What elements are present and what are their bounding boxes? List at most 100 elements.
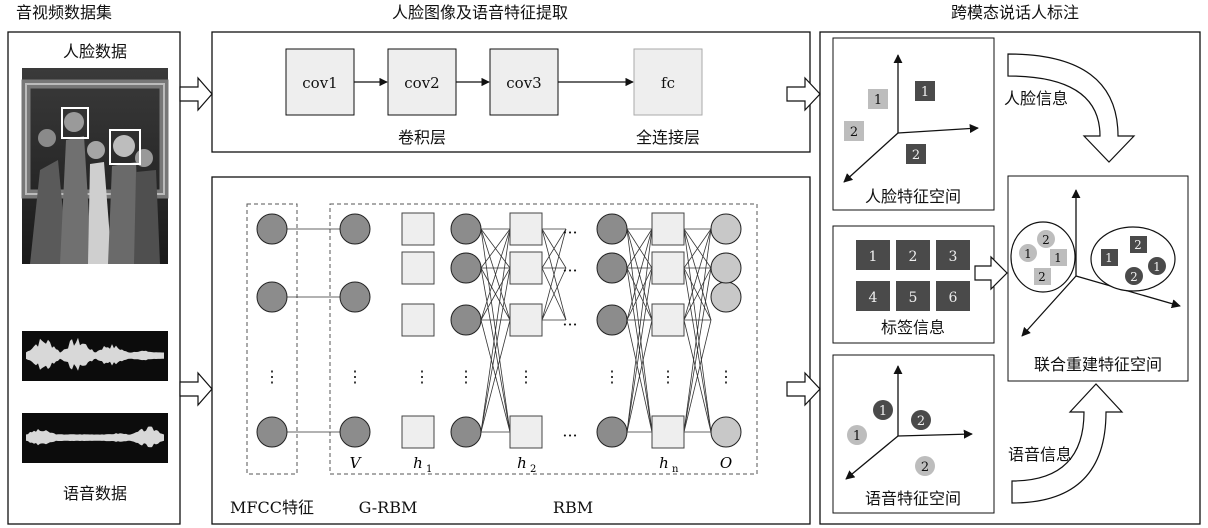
svg-text:1: 1: [869, 249, 878, 265]
hidden-node: [597, 305, 627, 335]
dbn-ellipsis-horizontal: ··· ··· ··· ···: [562, 223, 577, 445]
hn-node: [652, 416, 684, 448]
svg-text:cov1: cov1: [302, 74, 337, 92]
svg-text:···: ···: [562, 315, 577, 334]
mfcc-node: [257, 417, 287, 447]
svg-text:1: 1: [1105, 251, 1113, 265]
label-cell: 1: [856, 240, 890, 270]
fc-layer-caption: 全连接层: [636, 128, 700, 147]
hidden-node: [451, 417, 481, 447]
cnn-layer-fc: fc: [634, 49, 702, 115]
svg-text:⋮: ⋮: [264, 367, 280, 386]
label-info-caption: 标签信息: [881, 318, 945, 337]
speech-info-label: 语音信息: [1008, 445, 1072, 464]
layer-label-v: V: [350, 454, 363, 472]
face-photo: [22, 68, 168, 264]
layer-label-hn: h n: [659, 454, 679, 475]
speech-point: 2: [911, 410, 931, 430]
hidden-node: [451, 214, 481, 244]
face-point: 2: [906, 144, 926, 164]
hn-node: [652, 304, 684, 336]
cnn-layer-cov2: cov2: [388, 49, 456, 115]
svg-text:h: h: [517, 454, 527, 472]
h2-node: [510, 252, 542, 284]
face-info-label: 人脸信息: [1004, 89, 1068, 108]
output-node: [711, 214, 741, 244]
label-cell: 4: [856, 281, 890, 311]
cnn-layer-cov1: cov1: [286, 49, 354, 115]
svg-text:h: h: [659, 454, 669, 472]
hollow-arrow: [975, 257, 1007, 289]
speech-point: 2: [915, 456, 935, 476]
svg-text:2: 2: [1130, 270, 1138, 284]
svg-text:1: 1: [1054, 251, 1062, 265]
svg-text:cov2: cov2: [404, 74, 439, 92]
face-point: 2: [844, 121, 864, 141]
svg-text:⋮: ⋮: [660, 367, 676, 386]
h2-node: [510, 416, 542, 448]
svg-text:3: 3: [949, 249, 958, 265]
svg-text:4: 4: [869, 290, 878, 306]
cnn-layer-cov3: cov3: [490, 49, 558, 115]
hollow-arrow: [180, 78, 212, 110]
waveform-2: [22, 413, 168, 463]
h1-node: [402, 304, 434, 336]
svg-text:h: h: [413, 454, 423, 472]
face-space-caption: 人脸特征空间: [865, 187, 961, 206]
hidden-node: [451, 253, 481, 283]
labeling-section-title: 跨模态说话人标注: [951, 3, 1079, 22]
svg-text:1: 1: [853, 429, 861, 444]
svg-text:2: 2: [921, 460, 929, 475]
waveform-1: [22, 331, 168, 381]
visible-node: [340, 282, 370, 312]
visible-node: [340, 214, 370, 244]
visible-node: [340, 417, 370, 447]
speech-data-label: 语音数据: [63, 484, 127, 503]
label-grid: 123456: [856, 240, 970, 311]
hollow-arrow: [180, 373, 212, 405]
conv-layer-caption: 卷积层: [398, 128, 446, 147]
svg-text:⋮: ⋮: [347, 367, 363, 386]
hidden-node: [597, 417, 627, 447]
svg-text:n: n: [672, 464, 679, 475]
svg-text:···: ···: [562, 223, 577, 242]
rbm-dashed-box: [330, 204, 757, 474]
mfcc-caption: MFCC特征: [230, 498, 314, 517]
dataset-section-title: 音视频数据集: [16, 3, 112, 22]
output-node: [711, 282, 741, 312]
speech-point: 1: [873, 400, 893, 420]
speech-space-axes: [846, 366, 972, 479]
svg-text:2: 2: [1042, 233, 1050, 247]
label-cell: 2: [896, 240, 930, 270]
speech-space-caption: 语音特征空间: [865, 489, 961, 508]
speech-point: 1: [847, 425, 867, 445]
hollow-arrow: [787, 373, 820, 405]
face-point: 1: [868, 89, 888, 109]
layer-label-h2: h 2: [517, 454, 536, 475]
hollow-arrow: [787, 78, 820, 110]
svg-text:···: ···: [562, 261, 577, 280]
grbm-caption: G-RBM: [359, 498, 418, 517]
hn-node: [652, 213, 684, 245]
speech-info-arrow: [1012, 384, 1122, 503]
face-point: 1: [915, 81, 935, 101]
rbm-caption: RBM: [553, 498, 593, 517]
svg-text:⋮: ⋮: [458, 367, 474, 386]
svg-text:2: 2: [1038, 270, 1046, 284]
hidden-node: [597, 253, 627, 283]
svg-text:⋮: ⋮: [718, 367, 734, 386]
svg-text:1: 1: [921, 85, 929, 100]
output-node: [711, 417, 741, 447]
output-node: [711, 253, 741, 283]
layer-label-o: O: [720, 454, 732, 472]
svg-text:cov3: cov3: [506, 74, 541, 92]
svg-text:2: 2: [917, 414, 925, 429]
svg-text:1: 1: [874, 93, 882, 108]
h2-node: [510, 304, 542, 336]
svg-text:fc: fc: [661, 74, 675, 92]
hn-node: [652, 252, 684, 284]
layer-label-h1: h 1: [413, 454, 432, 475]
h2-node: [510, 213, 542, 245]
svg-text:1: 1: [879, 404, 887, 419]
